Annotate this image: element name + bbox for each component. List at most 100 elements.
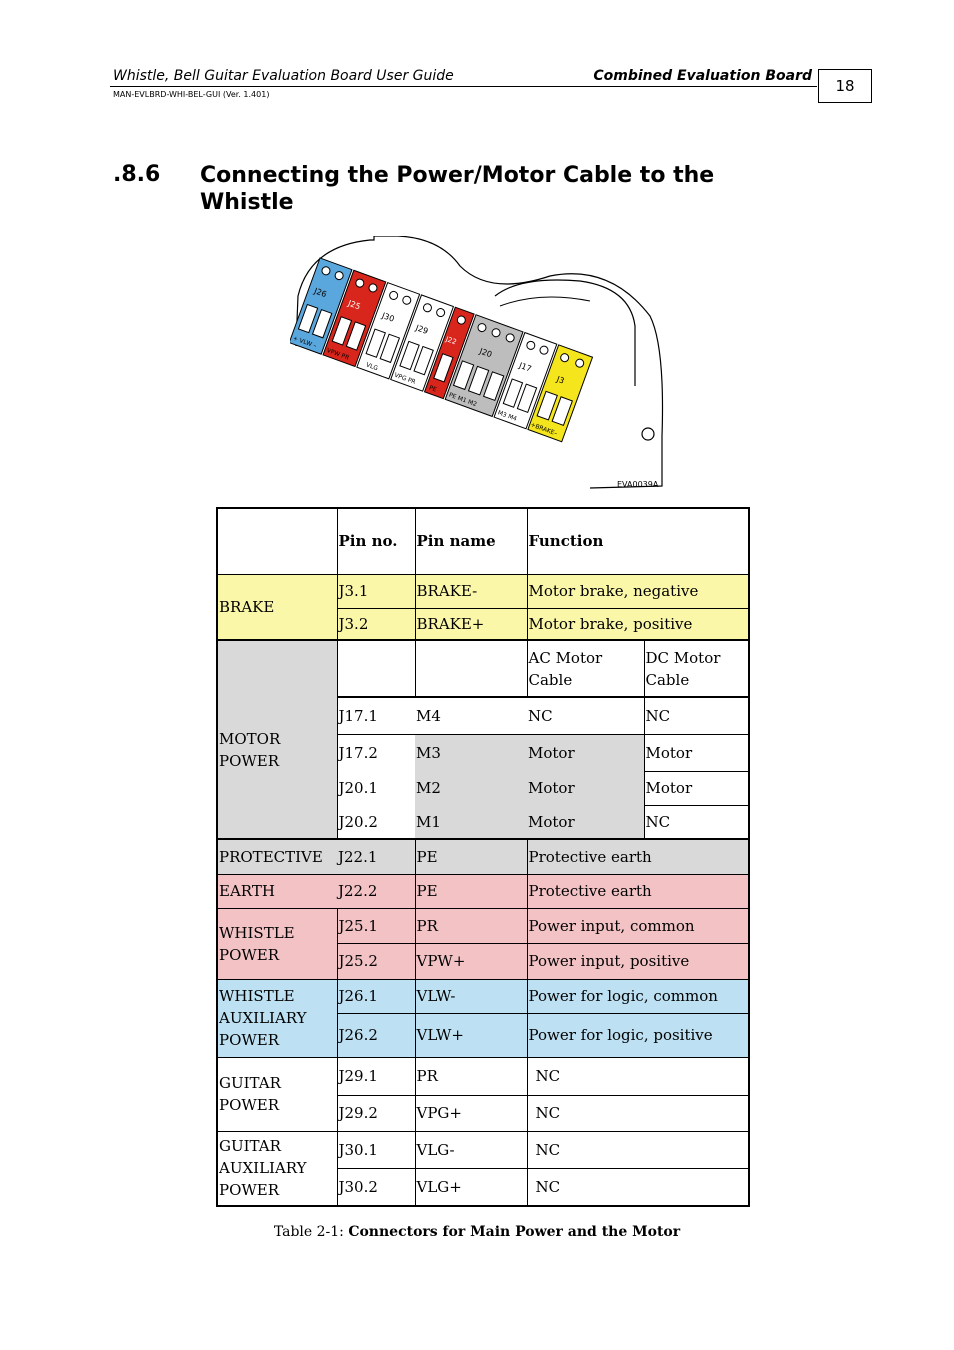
svg-text:J25: J25 — [346, 298, 362, 311]
cell-name: M3 — [415, 733, 527, 771]
table-row: J25.2 VPW+ Power input, positive — [217, 942, 749, 979]
table-row: MOTOR POWER AC Motor Cable DC Motor Cabl… — [217, 639, 749, 839]
cell-name: PE — [414, 873, 527, 908]
section-title: Connecting the Power/Motor Cable to the … — [200, 163, 715, 215]
table-row: WHISTLE POWER J25.1 PR Power input, comm… — [217, 907, 749, 979]
terminal-strip: J26 + VLW – J25 VPW PR J30 VLG J29 VPG P… — [290, 257, 594, 443]
section-number: .8.6 — [113, 162, 161, 187]
connector-j29: J29 VPG PR — [390, 294, 455, 392]
svg-text:J20: J20 — [477, 346, 493, 359]
cell-name: PR — [414, 1056, 527, 1095]
cell-name: M1 — [415, 805, 527, 839]
cell-ac: Motor — [527, 805, 644, 839]
cell-pin: J20.2 — [336, 805, 415, 839]
connector-table: Pin no. Pin name Function BRAKE J3.1 BRA… — [216, 507, 750, 1207]
connector-j17: J17 M3 M4 — [493, 331, 558, 430]
cell-pin: J20.1 — [336, 771, 415, 805]
figure-code: EVA0039A — [617, 480, 659, 489]
cell-name: PR — [414, 907, 527, 943]
svg-text:J22: J22 — [444, 335, 458, 347]
connector-j26: J26 + VLW – — [290, 257, 353, 355]
cell-pin: J26.2 — [336, 1012, 415, 1057]
table-row: GUITAR POWER J29.1 PR NC — [217, 1056, 749, 1131]
table-row: J17.1 M4 NC NC — [217, 696, 749, 734]
header-function: Function — [526, 508, 749, 574]
subheader-ac-motor: AC Motor Cable — [526, 639, 644, 697]
svg-text:J17: J17 — [517, 361, 533, 374]
cell-name: M2 — [415, 771, 527, 805]
svg-text:J30: J30 — [380, 311, 396, 324]
document-title: Whistle, Bell Guitar Evaluation Board Us… — [113, 68, 454, 84]
cell-function: Power for logic, common — [526, 978, 749, 1013]
cell-name: VPG+ — [414, 1094, 527, 1131]
svg-text:PE: PE — [428, 384, 438, 393]
group-guitar-power: GUITAR POWER — [217, 1056, 337, 1131]
connector-j20: J20 PE M1 M2 — [444, 314, 524, 418]
cell-dc: NC — [643, 804, 749, 839]
table-row: BRAKE J3.1 BRAKE- Motor brake, negative — [217, 573, 749, 640]
connector-j30: J30 VLG — [356, 281, 421, 380]
cell-pin: J3.2 — [336, 607, 415, 640]
cell-name: VLG- — [414, 1130, 527, 1168]
caption-prefix: Table 2-1: — [273, 1224, 349, 1240]
cell-ac: Motor — [527, 733, 644, 771]
mounting-hole-icon — [641, 427, 655, 441]
cell-function: Power for logic, positive — [526, 1012, 749, 1057]
cell-name: PE — [414, 838, 527, 874]
document-id: MAN-EVLBRD-WHI-BEL-GUI (Ver. 1.401) — [113, 90, 270, 99]
table-row: J20.2 M1 Motor NC — [217, 804, 749, 839]
table-header-row: Pin no. Pin name Function — [217, 508, 749, 574]
cell-function: Motor brake, negative — [526, 573, 749, 608]
cell-function: NC — [526, 1094, 749, 1131]
cell-name: BRAKE- — [414, 573, 527, 608]
section-name: Combined Evaluation Board — [593, 68, 812, 84]
header-rule — [110, 86, 817, 87]
cell-pin: J22.1 — [337, 838, 415, 874]
svg-text:J29: J29 — [414, 323, 430, 336]
cell-pin: J30.1 — [336, 1130, 415, 1168]
cell-function: NC — [526, 1056, 749, 1095]
svg-text:J3: J3 — [554, 374, 565, 385]
cell-pin: J29.2 — [336, 1094, 415, 1131]
cell-name: VLW- — [414, 978, 527, 1013]
page-number: 18 — [818, 69, 872, 103]
group-earth: EARTH — [217, 873, 337, 908]
table-row: GUITAR AUXILIARY POWER J30.1 VLG- NC — [217, 1130, 749, 1206]
cell-pin — [336, 639, 415, 697]
cell-name: VLG+ — [414, 1167, 527, 1206]
cell-pin: J30.2 — [336, 1167, 415, 1206]
cell-function: NC — [526, 1167, 749, 1206]
group-motor-power: MOTOR POWER — [217, 639, 337, 839]
table-row: J26.2 VLW+ Power for logic, positive — [217, 1012, 749, 1057]
cell-pin: J3.1 — [336, 573, 415, 608]
group-protective: PROTECTIVE — [217, 838, 337, 874]
group-whistle-power: WHISTLE POWER — [217, 907, 337, 979]
cell-function: Protective earth — [526, 873, 749, 908]
table-row: EARTH J22.2 PE Protective earth — [217, 873, 749, 908]
cell-ac: Motor — [527, 771, 644, 805]
connector-illustration: J26 + VLW – J25 VPW PR J30 VLG J29 VPG P… — [290, 236, 664, 489]
cell-pin: J25.1 — [336, 907, 415, 943]
j26-label: J26 — [312, 286, 328, 299]
connector-j3: J3 +BRAKE– — [527, 344, 594, 443]
cell-function: Motor brake, positive — [526, 607, 749, 640]
cell-name — [414, 639, 527, 697]
group-whistle-aux: WHISTLE AUXILIARY POWER — [217, 978, 337, 1057]
cell-pin: J25.2 — [336, 942, 415, 979]
cell-pin: J17.2 — [336, 733, 415, 771]
subheader-dc-motor: DC Motor Cable — [643, 639, 749, 697]
cell-function: Power input, positive — [526, 942, 749, 979]
table-row: J29.2 VPG+ NC — [217, 1094, 749, 1131]
group-guitar-aux: GUITAR AUXILIARY POWER — [217, 1130, 337, 1206]
cell-pin: J26.1 — [336, 978, 415, 1013]
cell-function: NC — [526, 1130, 749, 1168]
table-caption: Table 2-1: Connectors for Main Power and… — [0, 1224, 954, 1240]
cell-name: M4 — [415, 696, 527, 734]
board-outline — [297, 236, 664, 489]
capacitor-shape — [494, 279, 636, 386]
header-group — [217, 508, 337, 574]
cell-name: VLW+ — [414, 1012, 527, 1057]
table-row: WHISTLE AUXILIARY POWER J26.1 VLW- Power… — [217, 978, 749, 1057]
table-row: J17.2 M3 Motor Motor — [217, 733, 749, 771]
cell-dc: Motor — [643, 733, 749, 771]
